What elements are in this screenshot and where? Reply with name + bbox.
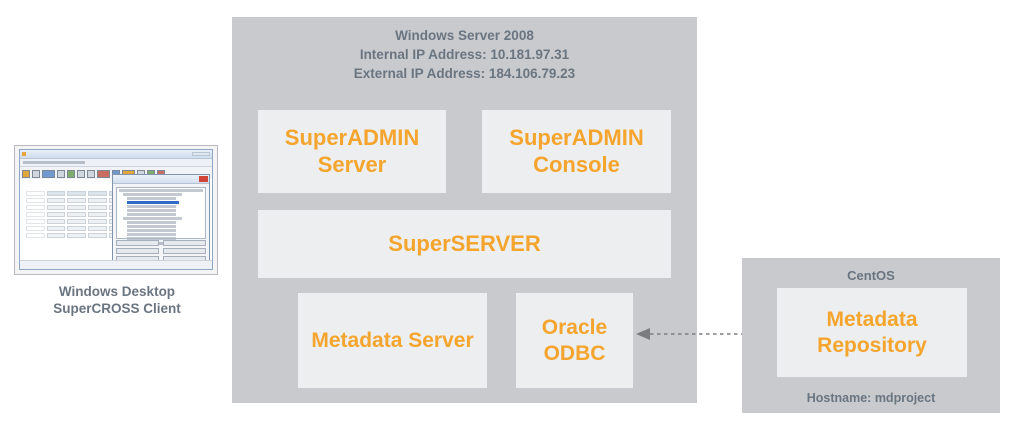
close-icon [199,176,208,182]
component-oracle-odbc[interactable]: Oracle ODBC [516,293,633,388]
component-superadmin-console-label: SuperADMIN Console [509,124,644,177]
list-item-selected [127,201,180,204]
list-item [123,193,182,196]
component-superadmin-server-label: SuperADMIN Server [284,124,420,177]
thumbnail-menu-bar [20,159,212,167]
toolbar-icon [32,169,40,178]
list-item [127,237,176,240]
table-cell [46,226,66,231]
supercross-client-screenshot-thumbnail [14,145,218,275]
table-cell [67,198,87,203]
centos-container: CentOS Metadata Repository Hostname: mdp… [742,258,1000,413]
table-cell [88,226,107,231]
component-metadata-server-label: Metadata Server [311,328,474,352]
toolbar-icon [22,169,30,178]
component-oracle-odbc-label: Oracle ODBC [541,315,608,365]
windows-server-heading: Windows Server 2008 Internal IP Address:… [232,17,697,83]
toolbar-icon [42,169,55,178]
client-caption: Windows Desktop SuperCROSS Client [14,283,220,317]
toolbar-icon [57,169,65,178]
toolbar-icon [77,169,85,178]
table-cell [88,198,107,203]
table-cell [46,205,66,210]
table-cell [26,198,45,203]
thumbnail-title-bar [20,150,212,159]
windows-desktop-client: Windows Desktop SuperCROSS Client [14,145,220,317]
thumbnail-status-bar [20,260,212,269]
table-cell [67,191,87,196]
dialog-button [163,240,206,246]
centos-heading: CentOS [847,268,895,283]
odbc-to-repository-connector-arrow [636,328,758,340]
list-item [127,229,176,232]
component-metadata-repository[interactable]: Metadata Repository [777,288,967,377]
table-cell [46,191,66,196]
table-cell [67,219,87,224]
list-item [123,217,182,220]
table-cell [67,212,87,217]
dialog-button-row [116,240,206,262]
table-cell [67,233,87,238]
dialog-tree-list [116,187,206,240]
component-metadata-server[interactable]: Metadata Server [298,293,487,388]
list-item [127,197,176,200]
windows-server-container: Windows Server 2008 Internal IP Address:… [232,17,697,403]
toolbar-icon [87,169,95,178]
list-item [127,213,176,216]
list-item [119,189,203,192]
table-cell [26,219,45,224]
table-cell [46,198,66,203]
table-cell [88,191,107,196]
table-cell [26,205,45,210]
table-cell [26,212,45,217]
table-cell [88,233,107,238]
table-cell [88,205,107,210]
table-cell [26,226,45,231]
table-cell [46,212,66,217]
list-item [127,221,176,224]
windows-server-internal-ip: Internal IP Address: 10.181.97.31 [359,47,570,62]
dialog-title-bar [113,175,209,184]
dialog-button [163,248,206,254]
table-cell [46,233,66,238]
table-cell [26,191,45,196]
table-cell [26,233,45,238]
client-caption-line2: SuperCROSS Client [53,301,181,316]
list-item [127,209,176,212]
component-superserver-label: SuperSERVER [388,230,541,256]
component-superadmin-server[interactable]: SuperADMIN Server [258,110,446,193]
dialog-button [116,248,159,254]
list-item [127,225,176,228]
dialog-button [116,240,159,246]
windows-server-external-ip: External IP Address: 184.106.79.23 [353,66,576,81]
thumbnail-toolbar [20,167,212,181]
centos-hostname: Hostname: mdproject [806,391,936,405]
list-item [127,233,176,236]
thumbnail-app-window [19,149,213,270]
list-item [127,205,176,208]
toolbar-icon [97,169,110,178]
component-superadmin-console[interactable]: SuperADMIN Console [482,110,671,193]
table-cell [67,205,87,210]
client-caption-line1: Windows Desktop [58,284,176,299]
table-cell [88,219,107,224]
table-cell [67,226,87,231]
component-metadata-repository-label: Metadata Repository [817,307,927,357]
table-cell [88,212,107,217]
thumbnail-modal-dialog [112,174,210,266]
component-superserver[interactable]: SuperSERVER [258,210,671,278]
toolbar-icon [67,169,75,178]
table-cell [46,219,66,224]
windows-server-name: Windows Server 2008 [395,28,534,43]
